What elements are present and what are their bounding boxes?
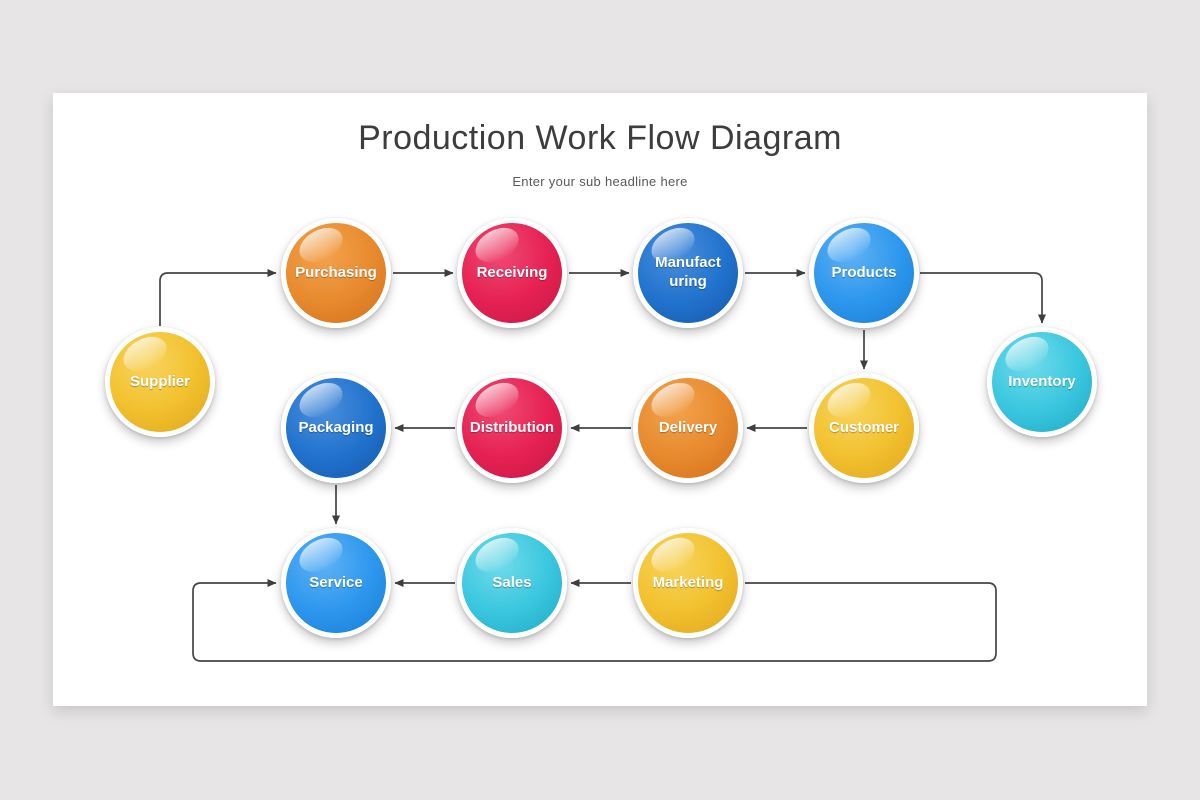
gloss-highlight-icon [469,530,525,580]
node-delivery: Delivery [633,373,743,483]
node-distribution: Distribution [457,373,567,483]
node-manufacturing: Manufact uring [633,218,743,328]
page-title: Production Work Flow Diagram [358,119,842,157]
gloss-highlight-icon [645,530,701,580]
node-label-sales: Sales [492,573,532,591]
gloss-highlight-icon [293,220,349,270]
node-label-supplier: Supplier [129,372,190,390]
node-purchasing: Purchasing [281,218,391,328]
gloss-highlight-icon [293,530,349,580]
node-packaging: Packaging [281,373,391,483]
node-products: Products [809,218,919,328]
gloss-highlight-icon [821,220,877,270]
node-label-manufacturing: Manufact uring [655,254,721,290]
node-label-packaging: Packaging [298,418,374,436]
title-block: Production Work Flow Diagram Enter your … [53,119,1147,189]
gloss-highlight-icon [821,375,877,425]
page-subtitle: Enter your sub headline here [512,174,688,189]
node-receiving: Receiving [457,218,567,328]
node-marketing: Marketing [633,528,743,638]
node-label-receiving: Receiving [476,263,548,281]
gloss-highlight-icon [117,329,173,379]
slide-canvas: Production Work Flow Diagram Enter your … [53,93,1147,706]
gloss-highlight-icon [469,375,525,425]
gloss-highlight-icon [645,375,701,425]
node-inventory: Inventory [987,327,1097,437]
node-label-delivery: Delivery [658,418,718,436]
node-service: Service [281,528,391,638]
node-label-marketing: Marketing [652,573,724,591]
node-label-distribution: Distribution [469,418,555,436]
node-customer: Customer [809,373,919,483]
node-label-inventory: Inventory [1008,372,1076,390]
gloss-highlight-icon [469,220,525,270]
node-supplier: Supplier [105,327,215,437]
node-label-products: Products [831,263,897,281]
node-label-purchasing: Purchasing [295,263,377,281]
node-sales: Sales [457,528,567,638]
gloss-highlight-icon [293,375,349,425]
node-label-customer: Customer [828,418,899,436]
gloss-highlight-icon [999,329,1055,379]
node-label-service: Service [309,573,363,591]
